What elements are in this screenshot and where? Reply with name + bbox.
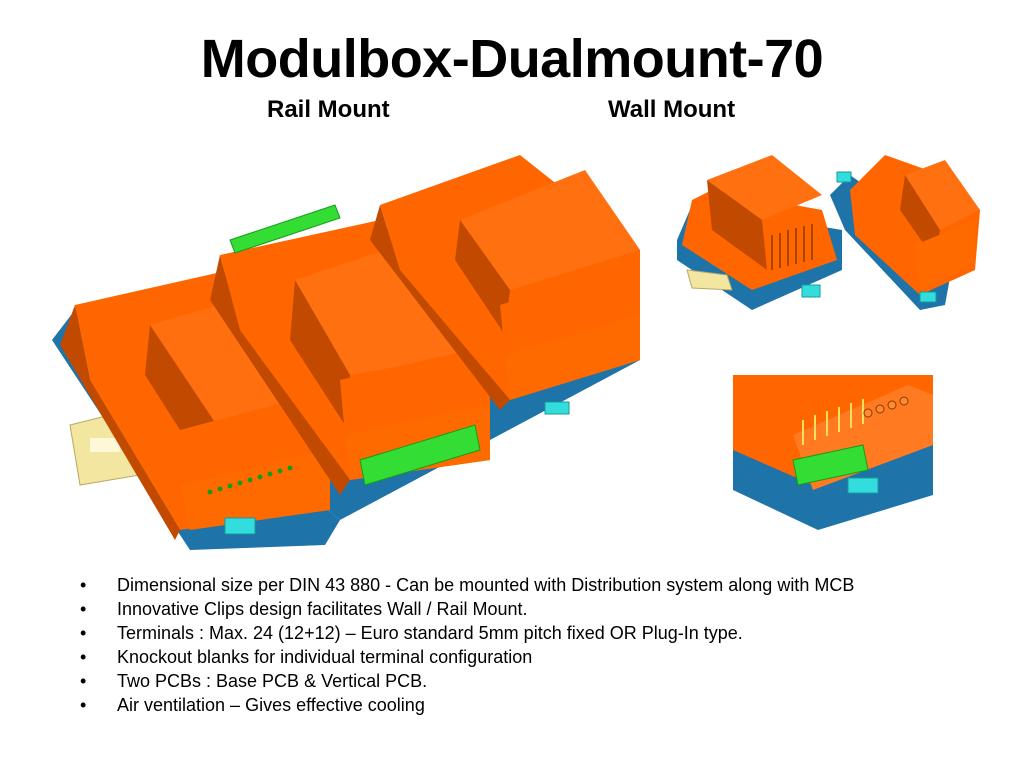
- list-item: •Air ventilation – Gives effective cooli…: [80, 695, 425, 715]
- wall-mount-view-2-image: [830, 155, 980, 310]
- rail-mount-heading: Rail Mount: [267, 96, 390, 123]
- bullet-icon: •: [80, 575, 87, 595]
- closeup-view-image: [733, 375, 933, 530]
- feature-list: •Dimensional size per DIN 43 880 - Can b…: [74, 573, 974, 717]
- list-item: •Two PCBs : Base PCB & Vertical PCB.: [80, 671, 428, 691]
- rail-mount-assembly-image: [52, 155, 640, 550]
- bullet-icon: •: [80, 599, 87, 619]
- list-item: •Terminals : Max. 24 (12+12) – Euro stan…: [80, 623, 743, 643]
- bullet-icon: •: [80, 671, 87, 691]
- wall-mount-view-1-image: [677, 155, 842, 310]
- slide-title: Modulbox-Dualmount-70: [200, 29, 824, 89]
- wall-mount-heading: Wall Mount: [608, 96, 736, 123]
- bullet-icon: •: [80, 623, 87, 643]
- bullet-icon: •: [80, 647, 87, 667]
- bullet-icon: •: [80, 695, 87, 715]
- list-item: •Knockout blanks for individual terminal…: [80, 647, 533, 667]
- list-item: •Dimensional size per DIN 43 880 - Can b…: [80, 575, 855, 595]
- list-item: •Innovative Clips design facilitates Wal…: [80, 599, 528, 619]
